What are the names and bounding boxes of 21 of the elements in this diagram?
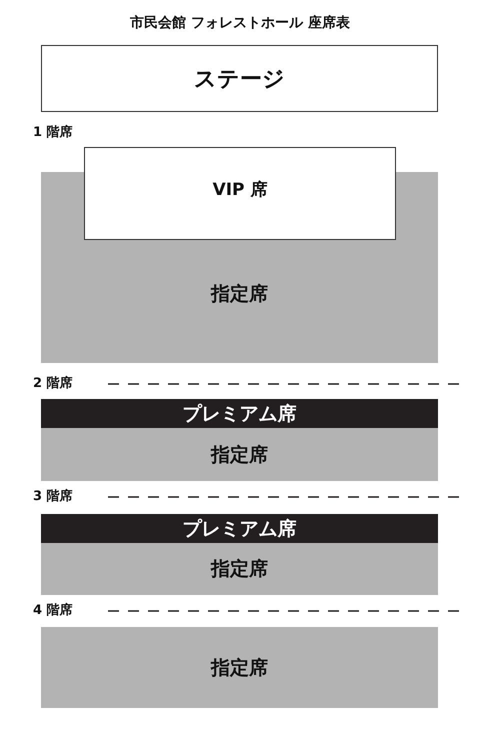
seating-block xyxy=(41,240,438,363)
seating-block xyxy=(41,543,438,595)
seat-label: 指定席 xyxy=(211,557,268,582)
seat-label: プレミアム席 xyxy=(182,516,296,542)
seat-label: ステージ xyxy=(194,66,285,94)
floor-label: 3 階席 xyxy=(33,488,73,505)
seat-label: 指定席 xyxy=(211,442,268,468)
seat-label: プレミアム席 xyxy=(182,402,296,426)
seat-label: 指定席 xyxy=(211,282,268,306)
seating-block xyxy=(41,514,438,543)
floor-label: 1 階席 xyxy=(33,124,73,141)
seating-block xyxy=(41,428,438,481)
seating-block xyxy=(41,627,438,708)
floor-label: 4 階席 xyxy=(33,602,73,619)
stage-area xyxy=(41,45,438,112)
title: 市民会館 フォレストホール 座席表 xyxy=(129,14,351,32)
seating-block xyxy=(84,147,396,240)
seat-label: VIP 席 xyxy=(212,179,268,201)
floor-label: 2 階席 xyxy=(33,374,73,392)
seating-block xyxy=(41,399,438,428)
seat-label: 指定席 xyxy=(211,656,268,680)
